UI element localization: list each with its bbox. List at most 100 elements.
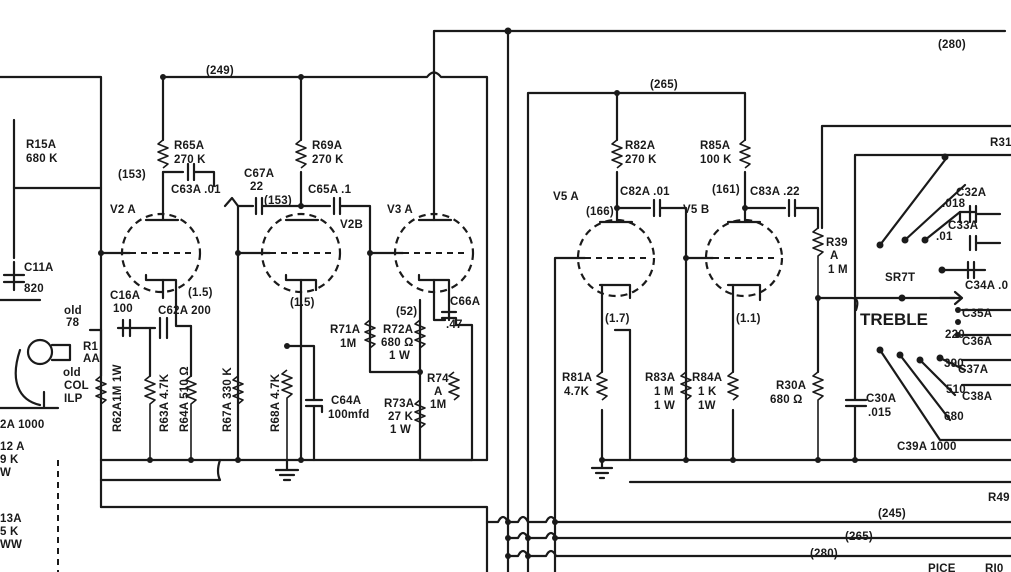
r84a-watt: 1W: [698, 400, 716, 412]
left-ilp: ILP: [64, 393, 83, 405]
v5-stage: [485, 27, 1011, 572]
v2-v3-stage: [95, 29, 1007, 572]
voltage-153-a: (153): [118, 169, 146, 181]
r74a-name: R74: [427, 373, 449, 385]
c39a-label: C39A 1000: [897, 441, 957, 453]
left-old-col: old: [63, 367, 81, 379]
left-old78-a: old: [64, 305, 82, 317]
r74a-value: 1M: [430, 399, 446, 411]
r67a-label: R67A 330 K: [222, 367, 234, 432]
r73a-watt: 1 W: [390, 424, 411, 436]
r81a-value: 4.7K: [564, 386, 590, 398]
c82a-label: C82A .01: [620, 186, 670, 198]
c32a-value: .018: [942, 198, 966, 210]
c30a-value: .015: [868, 407, 892, 419]
c83a-label: C83A .22: [750, 186, 800, 198]
left-r1: R1: [83, 341, 99, 353]
voltage-1-1: (1.1): [736, 313, 761, 325]
r85a-value: 100 K: [700, 154, 732, 166]
r30a-name: R30A: [776, 380, 806, 392]
voltage-52: (52): [396, 306, 417, 318]
c11a-name: C11A: [24, 262, 54, 274]
left-aa: AA: [83, 353, 100, 365]
r71a-name: R71A: [330, 324, 360, 336]
r82a-value: 270 K: [625, 154, 657, 166]
switch-id: SR7T: [885, 272, 915, 284]
c38a-name: C38A: [962, 391, 992, 403]
r84a-name: R84A: [692, 372, 722, 384]
left-r13-a: 13A: [0, 513, 22, 525]
r82a-name: R82A: [625, 140, 655, 152]
voltage-1-7: (1.7): [605, 313, 630, 325]
tube-v2a: V2 A: [110, 204, 136, 216]
c64a-value: 100mfd: [328, 409, 369, 421]
c30a-name: C30A: [866, 393, 896, 405]
c67a-name: C67A: [244, 168, 274, 180]
tube-v5a: V5 A: [553, 191, 579, 203]
r63a-label: R63A 4.7K: [159, 373, 171, 432]
r65a-name: R65A: [174, 140, 204, 152]
r74a-suffix: A: [434, 386, 443, 398]
c11a-value: 820: [24, 283, 44, 295]
r39a-name: R39: [826, 237, 848, 249]
c33a-name: C33A: [948, 220, 978, 232]
voltage-265: (265): [650, 79, 678, 91]
r39a-suffix: A: [830, 250, 839, 262]
r73a-value: 27 K: [388, 411, 414, 423]
r85a-name: R85A: [700, 140, 730, 152]
voltage-153-b: (153): [264, 195, 292, 207]
r81a-name: R81A: [562, 372, 592, 384]
c66a-value: .47: [446, 319, 463, 331]
r49-name: R49: [988, 492, 1010, 504]
r69a-name: R69A: [312, 140, 342, 152]
r72a-value: 680 Ω: [381, 337, 414, 349]
c33a-value: .01: [936, 231, 953, 243]
r83a-value: 1 M: [654, 386, 674, 398]
r62a-label: R62A1M 1W: [112, 364, 124, 432]
c36a-name: C36A: [962, 336, 992, 348]
c65a-label: C65A .1: [308, 184, 352, 196]
c62a-label: C62A 200: [158, 305, 211, 317]
tube-v5b: V5 B: [683, 204, 709, 216]
left-old78-b: 78: [66, 317, 80, 329]
r30a-value: 680 Ω: [770, 394, 803, 406]
r68a-label: R68A 4.7K: [270, 373, 282, 432]
voltage-1-5-a: (1.5): [188, 287, 213, 299]
treble-switch: [820, 124, 1011, 442]
c66a-name: C66A: [450, 296, 480, 308]
voltage-1-5-b: (1.5): [290, 297, 315, 309]
switch-cap-220: 220: [945, 329, 965, 341]
c35a-name: C35A: [962, 308, 992, 320]
c34a-label: C34A .0: [965, 280, 1008, 292]
left-r12-b: 9 K: [0, 454, 19, 466]
left-c12a: 2A 1000: [0, 419, 44, 431]
r84a-value: 1 K: [698, 386, 717, 398]
r39a-value: 1 M: [828, 264, 848, 276]
r64a-label: R64A 510 Ω: [179, 366, 191, 432]
left-col: COL: [64, 380, 89, 392]
labels: (249) (280) (265) (153) (153) (1.5) (1.5…: [0, 39, 1011, 572]
tube-v3a: V3 A: [387, 204, 413, 216]
voltage-161: (161): [712, 184, 740, 196]
tube-v2b: V2B: [340, 219, 363, 231]
r65a-value: 270 K: [174, 154, 206, 166]
r72a-watt: 1 W: [389, 350, 410, 362]
left-r13-b: 5 K: [0, 526, 19, 538]
c16a-value: 100: [113, 303, 133, 315]
r69a-value: 270 K: [312, 154, 344, 166]
left-r12-a: 12 A: [0, 441, 25, 453]
r15a-name: R15A: [26, 139, 56, 151]
voltage-265-bottom: (265): [845, 531, 873, 543]
c32a-name: C32A: [956, 187, 986, 199]
left-r12-c: W: [0, 467, 11, 479]
switch-cap-510: 510: [946, 384, 966, 396]
switch-cap-680: 680: [944, 411, 964, 423]
c63a-label: C63A .01: [171, 184, 221, 196]
voltage-280-bottom: (280): [810, 548, 838, 560]
treble-label: TREBLE: [860, 310, 928, 329]
voltage-166: (166): [586, 206, 614, 218]
r31a-name: R31A: [990, 137, 1011, 149]
r72a-name: R72A: [383, 324, 413, 336]
r83a-watt: 1 W: [654, 400, 675, 412]
